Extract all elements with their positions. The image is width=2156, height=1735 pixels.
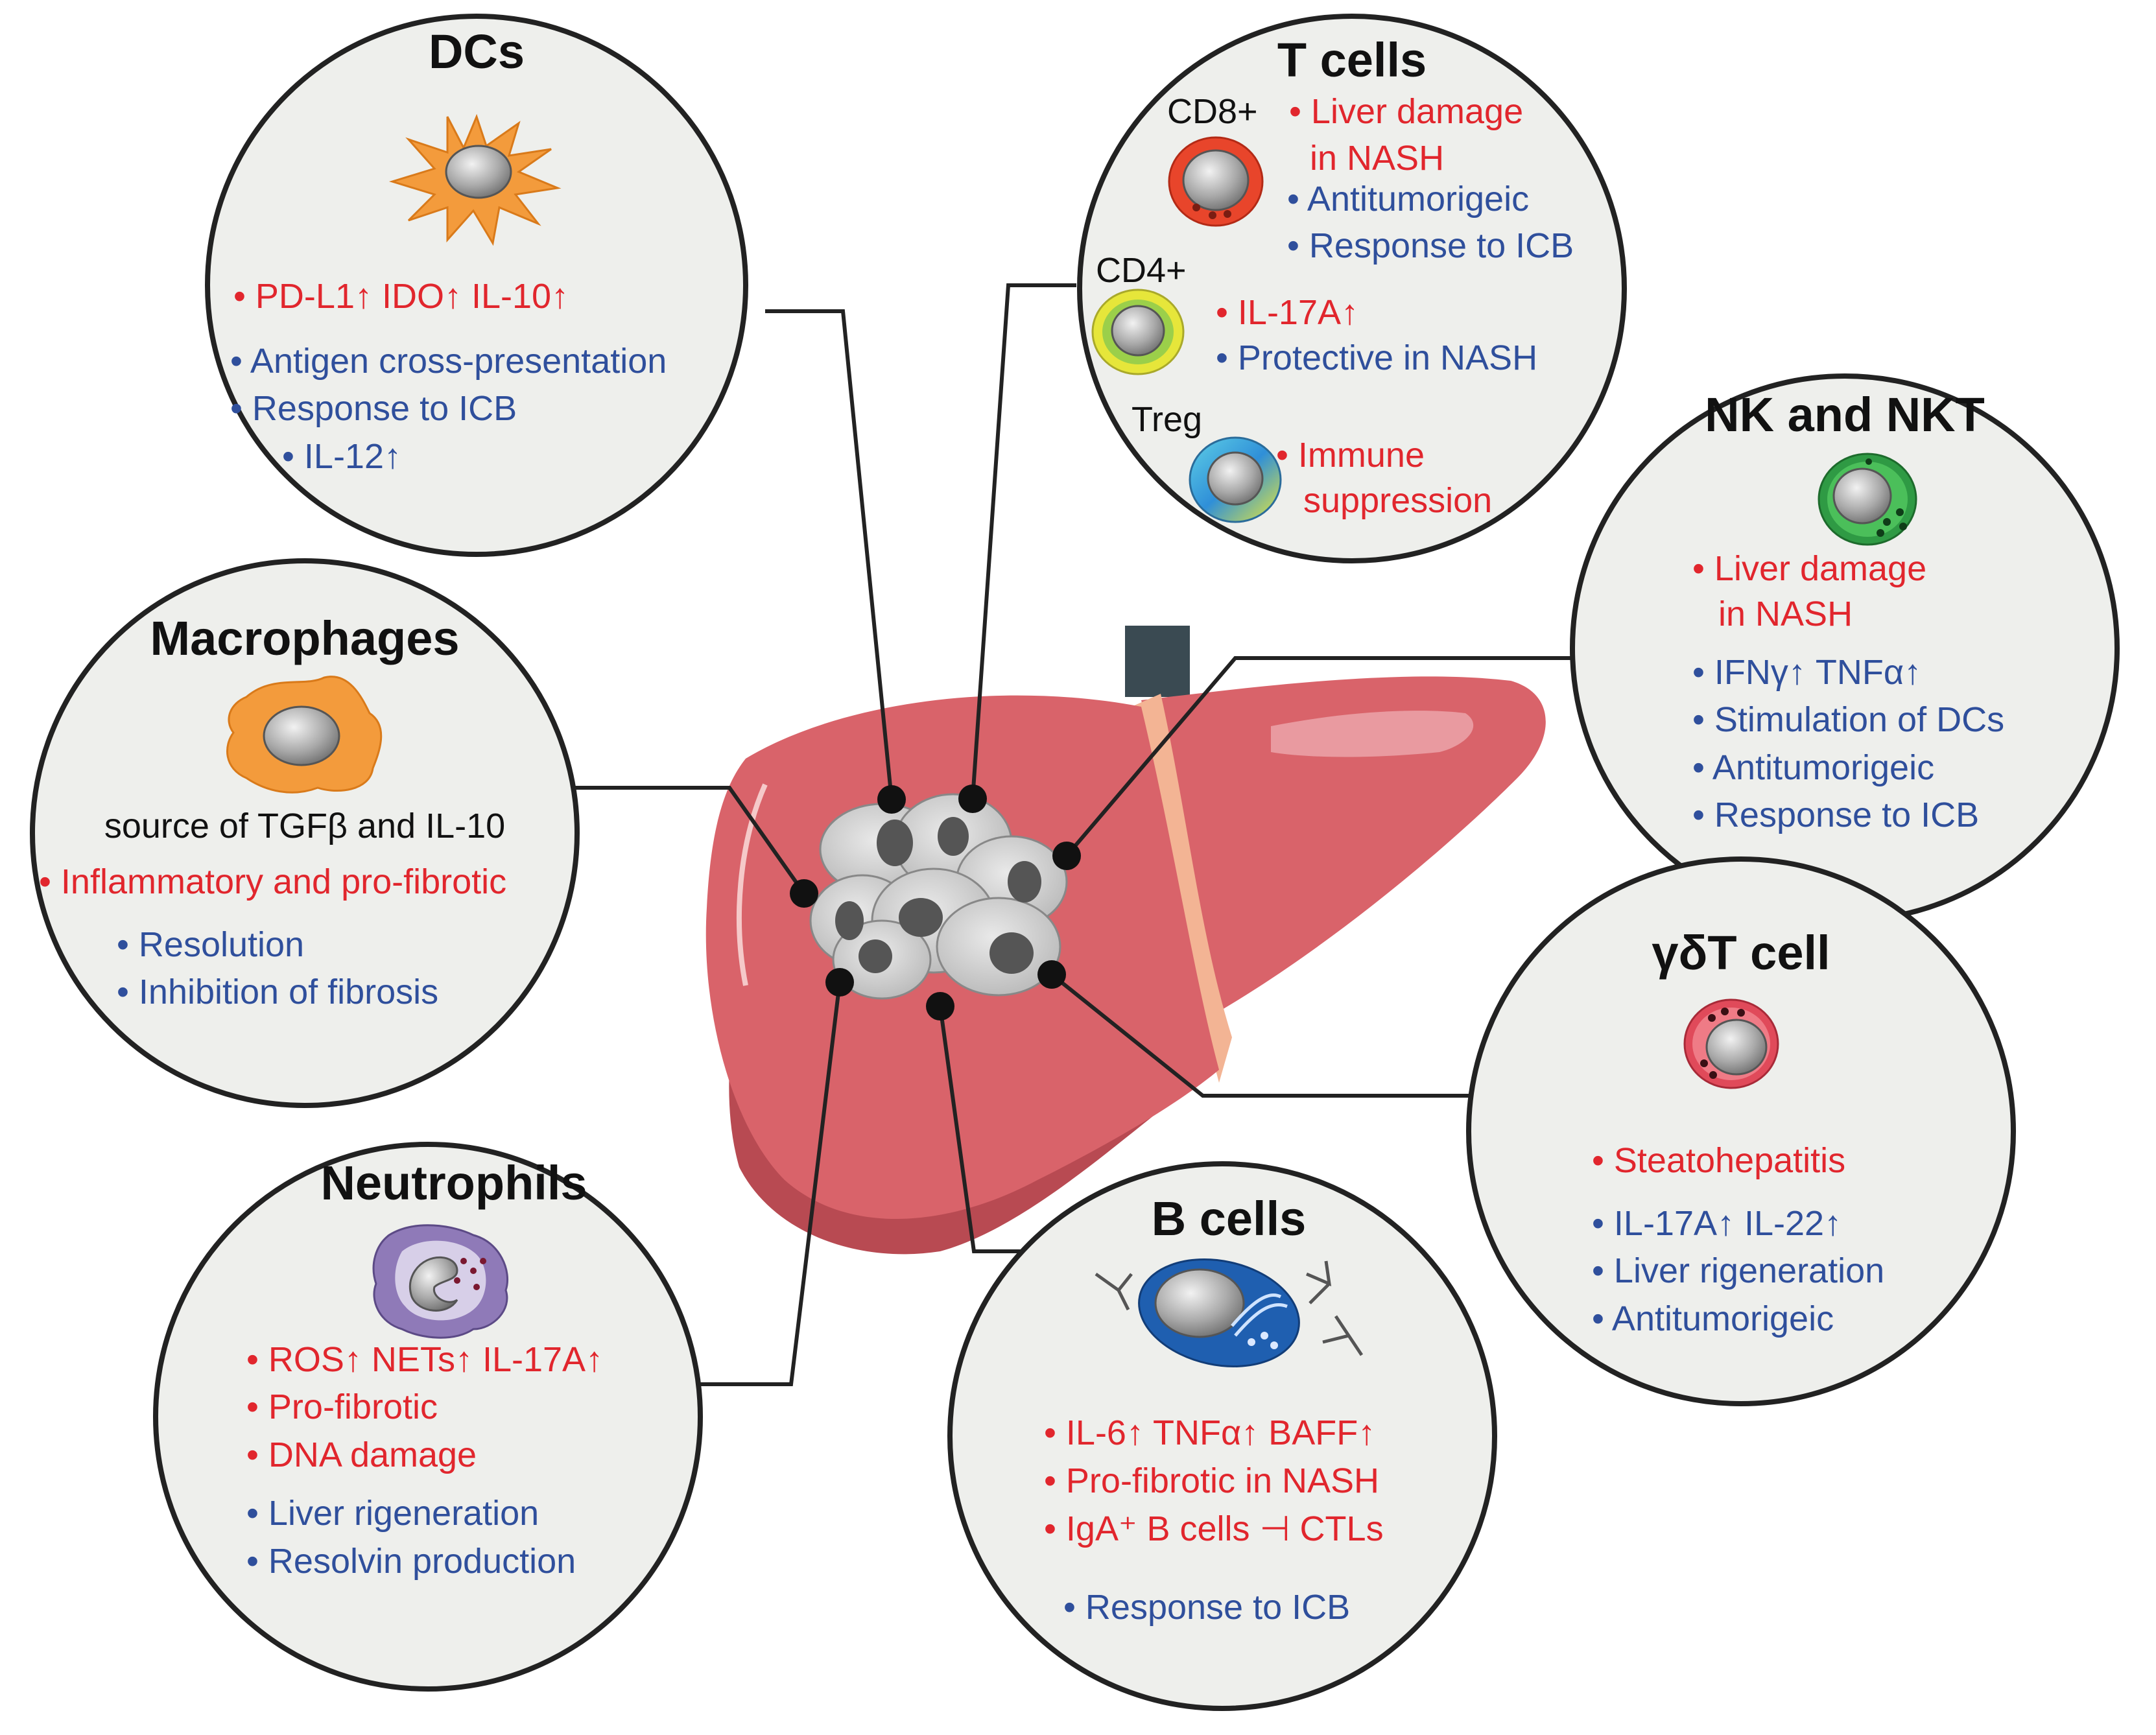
tcells-title: T cells (1277, 33, 1427, 87)
tcells-panel: T cells CD8+ • Liver damage in NASH • An… (1077, 14, 1627, 563)
b-cell-icon (1138, 1258, 1300, 1367)
nk-red-line-2: in NASH (1718, 595, 1853, 633)
liver-highlight (1271, 711, 1474, 757)
connector-dcs (765, 309, 894, 800)
dcs-title: DCs (429, 25, 525, 78)
nk-panel: NK and NKT • Liver damage in NASH • IFNγ… (1570, 373, 2120, 923)
connector-dot (790, 879, 818, 908)
connector-dot (1037, 960, 1066, 989)
nk-blue-line-1: • IFNγ↑ TNFα↑ (1692, 653, 1921, 692)
nk-blue-line-4: • Response to ICB (1692, 796, 1979, 834)
bcells-red-line-1: • IL-6↑ TNFα↑ BAFF↑ (1044, 1413, 1375, 1452)
dcs-blue-line-1: • Antigen cross-presentation (230, 342, 667, 381)
cd8-blue-line-2: • Response to ICB (1287, 226, 1574, 265)
treg-label: Treg (1131, 400, 1202, 439)
neutrophils-title: Neutrophils (320, 1156, 587, 1210)
macrophages-blue-line-1: • Resolution (117, 925, 304, 964)
dcs-blue-line-3: • IL-12↑ (282, 437, 401, 476)
macrophages-title: Macrophages (150, 611, 459, 665)
connector-gdt (1050, 973, 1478, 1098)
cd8-label: CD8+ (1167, 92, 1258, 131)
neutrophils-blue-line-2: • Resolvin production (246, 1542, 576, 1581)
gdt-red-line-1: • Steatohepatitis (1592, 1141, 1845, 1180)
neutrophils-blue-line-1: • Liver rigeneration (246, 1494, 539, 1533)
treg-red-line-2: suppression (1303, 481, 1492, 520)
dendritic-cell-icon (388, 113, 562, 246)
connector-dot (877, 785, 906, 814)
nk-blue-line-3: • Antitumorigeic (1692, 748, 1934, 787)
connector-nk (1065, 656, 1589, 857)
connector-bcells (938, 1006, 1021, 1253)
gdt-blue-line-2: • Liver rigeneration (1592, 1251, 1884, 1290)
gdt-blue-line-1: • IL-17A↑ IL-22↑ (1592, 1204, 1842, 1243)
bcells-panel: B cells • IL-6↑ TNFα↑ BAFF↑ • Pro-fibrot… (947, 1161, 1497, 1711)
nk-blue-line-2: • Stimulation of DCs (1692, 700, 2004, 739)
bcells-title: B cells (1152, 1192, 1307, 1245)
connector-dot (926, 992, 954, 1021)
cd8-red-line-1: • Liver damage (1289, 92, 1523, 131)
treg-red-line-1: • Immune (1276, 436, 1425, 475)
dcs-panel: DCs • PD-L1↑ IDO↑ IL-10↑ • Antigen cross… (205, 14, 748, 557)
dcs-red-line-1: • PD-L1↑ IDO↑ IL-10↑ (233, 277, 569, 316)
nk-cell-icon (1818, 453, 1917, 546)
gdt-cell-icon (1683, 998, 1779, 1089)
cd4-red-line-1: • IL-17A↑ (1216, 293, 1358, 332)
macrophages-black-line: source of TGFβ and IL-10 (104, 807, 505, 845)
tumor-cluster (809, 793, 1068, 1000)
liver-edge-line (737, 783, 768, 986)
gdt-title: γδT cell (1652, 926, 1830, 980)
connector-dot (958, 785, 987, 813)
neutrophils-red-line-1: • ROS↑ NETs↑ IL-17A↑ (246, 1340, 603, 1379)
connector-dot (825, 968, 854, 997)
nk-title: NK and NKT (1705, 388, 1985, 442)
cd4-blue-line-1: • Protective in NASH (1216, 338, 1537, 377)
vessel (1125, 626, 1190, 697)
antibody-icon (1095, 1260, 1364, 1356)
connector-dot (1052, 842, 1081, 870)
cd4-label: CD4+ (1096, 251, 1187, 290)
connector-macrophages (571, 786, 806, 895)
neutrophil-cell-icon (372, 1224, 509, 1339)
dcs-blue-line-2: • Response to ICB (230, 389, 517, 428)
treg-cell-icon (1189, 436, 1282, 523)
connector-tcells (971, 283, 1076, 799)
gdt-blue-line-3: • Antitumorigeic (1592, 1299, 1834, 1338)
cd4-cell-icon (1091, 289, 1185, 375)
macrophages-red-line-1: • Inflammatory and pro-fibrotic (39, 862, 506, 901)
bcells-blue-line-1: • Response to ICB (1063, 1588, 1350, 1627)
cd8-cell-icon (1168, 136, 1264, 227)
neutrophils-red-line-3: • DNA damage (246, 1435, 477, 1474)
connector-neutrophils (700, 982, 842, 1386)
macrophages-panel: Macrophages source of TGFβ and IL-10 • I… (30, 558, 580, 1108)
gdt-panel: γδT cell • Steatohepatitis • IL-17A↑ IL-… (1466, 856, 2016, 1406)
bcells-red-line-3: • IgA⁺ B cells ⊣ CTLs (1044, 1509, 1384, 1548)
connectors (571, 283, 1589, 1386)
cd8-red-line-2: in NASH (1310, 139, 1444, 178)
macrophage-cell-icon (226, 676, 383, 794)
nk-red-line-1: • Liver damage (1692, 549, 1926, 588)
neutrophils-red-line-2: • Pro-fibrotic (246, 1387, 438, 1426)
bcells-red-line-2: • Pro-fibrotic in NASH (1044, 1461, 1379, 1500)
cd8-blue-line-1: • Antitumorigeic (1287, 180, 1529, 218)
neutrophils-panel: Neutrophils • ROS↑ NETs↑ IL-17A↑ • Pro-f… (153, 1142, 703, 1692)
liver-left-lobe (1141, 676, 1546, 1011)
macrophages-blue-line-2: • Inhibition of fibrosis (117, 973, 438, 1011)
